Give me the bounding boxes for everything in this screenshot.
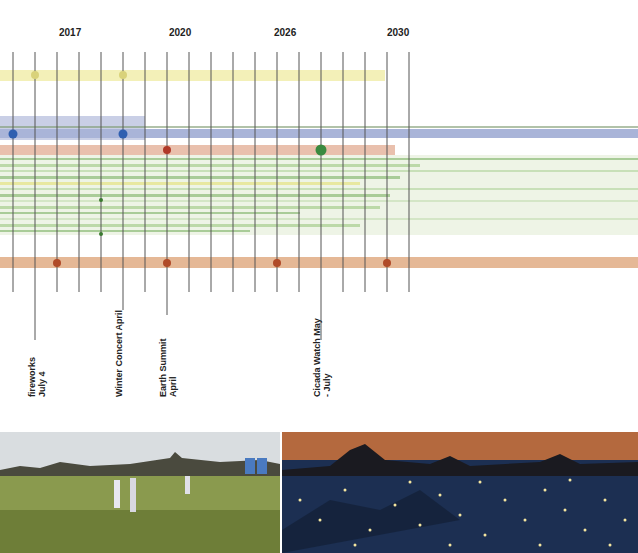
year-label: 2017 — [59, 27, 81, 39]
year-label: 2020 — [169, 27, 191, 39]
event-label: Winter Concert April — [114, 307, 124, 397]
year-label: 2026 — [274, 27, 296, 39]
event-label: Cicada Watch May - July — [312, 315, 332, 397]
year-label: 2030 — [387, 27, 409, 39]
event-label: Earth Summit April — [158, 317, 178, 397]
event-label: fireworks July 4 — [27, 337, 47, 397]
